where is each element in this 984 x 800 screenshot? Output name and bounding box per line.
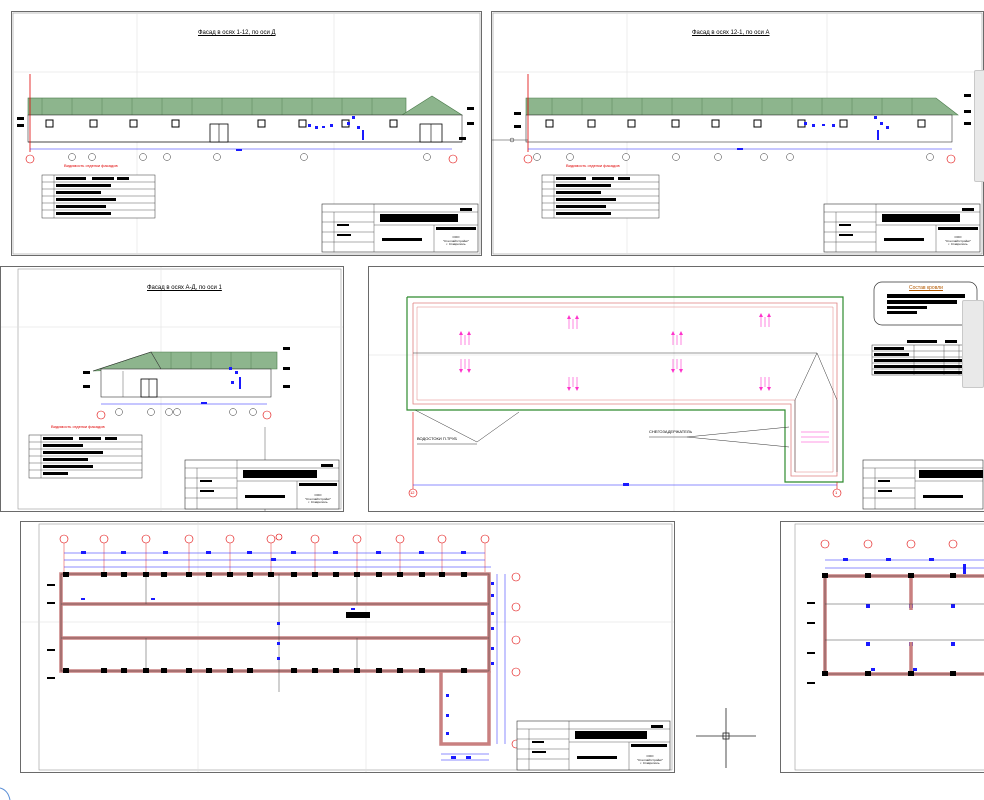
sheet-facade-a-d[interactable]: Фасад в осях А-Д, по оси 1 Видимость отд… — [0, 266, 344, 512]
axis-label-left: 12 — [410, 490, 415, 495]
sheet-floor-plan-partial[interactable] — [780, 521, 984, 773]
sheet-floor-plan[interactable]: ООО "Стеллайтстройкс" г. Ставрополь — [20, 521, 675, 773]
crosshair-cursor-icon — [696, 708, 756, 768]
stamp-organization: ООО "Стеллайтстройкс" г. Ставрополь — [442, 235, 470, 246]
sheet-title: Фасад в осях 12-1, по оси А — [692, 30, 770, 36]
sheet-title: Фасад в осях 1-12, по оси Д — [198, 30, 276, 36]
roof-outline — [406, 296, 844, 483]
facade-note: Видимость отделки фасадов — [64, 163, 118, 168]
roof — [27, 97, 407, 116]
sheet-roof-plan[interactable]: Состав кровли ВОДОСТОКИ П.ТРУБ СНЕГОЗАДЕ… — [368, 266, 984, 512]
snow-guard-label: СНЕГОЗАДЕРЖАТЕЛЬ — [649, 429, 693, 434]
sheet-facade-1-12[interactable]: Фасад в осях 1-12, по оси Д Видимость от… — [11, 11, 482, 256]
sheet-facade-12-1[interactable]: Фасад в осях 12-1, по оси А Видимость от… — [491, 11, 984, 256]
facade-note: Видимость отделки фасадов — [566, 163, 620, 168]
floor-plan-drawing — [21, 522, 674, 772]
roof-plan-drawing — [369, 267, 984, 511]
sheet-title: Фасад в осях А-Д, по оси 1 — [147, 285, 222, 291]
facade-note: Видимость отделки фасадов — [51, 424, 105, 429]
roof — [525, 97, 959, 116]
stamp-organization: ООО "Стеллайтстройкс" г. Ставрополь — [944, 235, 972, 246]
roof-composition-title: Состав кровли — [909, 285, 943, 291]
side-scroll-handle[interactable] — [962, 300, 984, 388]
stamp-organization: ООО "Стеллайтстройкс" г. Ставрополь — [304, 493, 332, 504]
facade-12-1-drawing — [492, 12, 983, 255]
floor-plan-partial-drawing — [794, 523, 984, 771]
side-scroll-handle[interactable] — [974, 70, 984, 182]
walls — [59, 572, 491, 746]
roof — [92, 351, 278, 372]
corner-arc-icon — [0, 787, 11, 800]
facade-a-d-drawing — [1, 267, 343, 511]
gable — [400, 95, 464, 116]
axis-label-right: 1 — [835, 490, 838, 495]
facade-1-12-drawing — [12, 12, 481, 255]
drain-pipes-label: ВОДОСТОКИ П.ТРУБ — [417, 436, 458, 441]
stamp-organization: ООО "Стеллайтстройкс" г. Ставрополь — [636, 754, 664, 765]
